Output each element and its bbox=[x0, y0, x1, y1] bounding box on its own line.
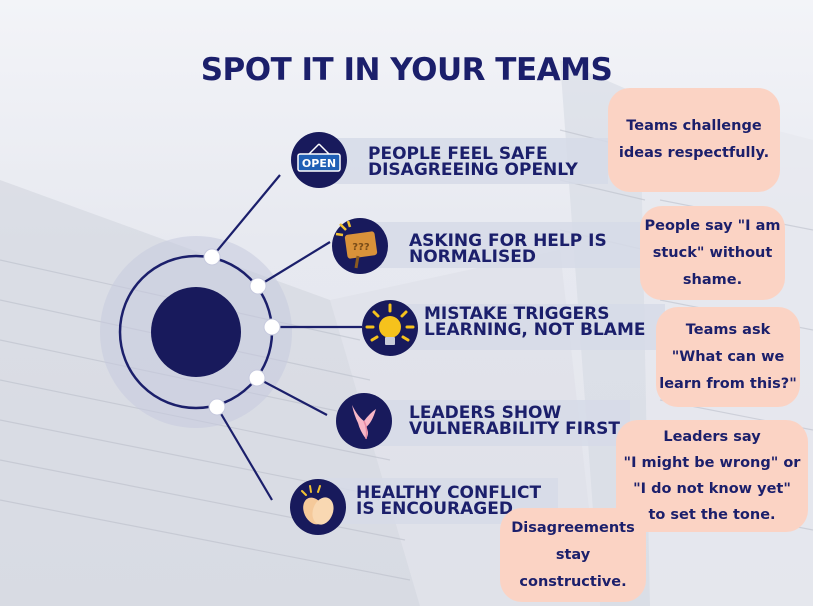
connector-4 bbox=[256, 377, 328, 416]
item-5-line-1: HEALTHY CONFLICT bbox=[356, 483, 542, 503]
item-bar-2 bbox=[360, 222, 640, 268]
note-3-line-3: learn from this?" bbox=[659, 375, 797, 392]
item-bar-1 bbox=[318, 138, 608, 184]
note-1: Teams challenge ideas respectfully. bbox=[608, 88, 780, 192]
note-2-line-3: shame. bbox=[682, 271, 743, 288]
item-1-line-2: DISAGREEING OPENLY bbox=[368, 160, 578, 180]
question-sign-text: ??? bbox=[352, 242, 370, 253]
heart-hands-icon bbox=[336, 393, 392, 449]
item-1-line-1: PEOPLE FEEL SAFE bbox=[368, 144, 548, 164]
item-3-line-2: LEARNING, NOT BLAME bbox=[424, 320, 646, 340]
note-4-line-3: "I do not know yet" bbox=[633, 481, 791, 497]
note-5-line-2: stay constructive. bbox=[519, 546, 627, 590]
item-label-5: HEALTHY CONFLICT IS ENCOURAGED bbox=[356, 483, 542, 519]
note-5: Disagreements stay constructive. bbox=[500, 508, 646, 602]
item-4-line-1: LEADERS SHOW bbox=[409, 403, 562, 423]
open-sign-text: OPEN bbox=[302, 157, 336, 170]
note-2-line-1: People say "I am bbox=[644, 217, 781, 234]
item-label-2: ASKING FOR HELP IS NORMALISED bbox=[409, 231, 607, 267]
item-label-3: MISTAKE TRIGGERS LEARNING, NOT BLAME bbox=[424, 304, 646, 340]
open-sign-icon: OPEN bbox=[291, 132, 347, 188]
note-3-line-1: Teams ask bbox=[685, 321, 771, 338]
item-2-line-1: ASKING FOR HELP IS bbox=[409, 231, 607, 251]
connector-1 bbox=[211, 174, 281, 258]
note-4: Leaders say "I might be wrong" or "I do … bbox=[616, 420, 808, 532]
item-2-line-2: NORMALISED bbox=[409, 247, 536, 267]
note-3-line-2: "What can we bbox=[671, 348, 785, 365]
connector-5 bbox=[216, 406, 273, 501]
page-title: SPOT IT IN YOUR TEAMS bbox=[200, 52, 613, 88]
connector-2 bbox=[257, 241, 331, 287]
item-label-1: PEOPLE FEEL SAFE DISAGREEING OPENLY bbox=[368, 144, 578, 180]
connector-node-1 bbox=[203, 248, 221, 266]
clapping-hands-icon bbox=[290, 479, 346, 535]
note-2: People say "I am stuck" without shame. bbox=[640, 206, 785, 300]
hub-core bbox=[151, 287, 241, 377]
note-2-line-2: stuck" without bbox=[652, 244, 773, 261]
item-5-line-2: IS ENCOURAGED bbox=[356, 499, 513, 519]
item-3-line-1: MISTAKE TRIGGERS bbox=[424, 304, 610, 324]
connector-node-4 bbox=[248, 369, 266, 387]
note-1-line-1: Teams challenge bbox=[626, 118, 762, 134]
note-4-line-2: "I might be wrong" or bbox=[623, 455, 801, 471]
note-4-line-1: Leaders say bbox=[663, 429, 761, 445]
note-1-line-2: ideas respectfully. bbox=[618, 145, 770, 161]
item-bar-4 bbox=[365, 400, 630, 446]
question-sign-icon: ??? bbox=[332, 218, 388, 274]
item-bar-3 bbox=[390, 304, 665, 350]
note-3: Teams ask "What can we learn from this?" bbox=[656, 307, 800, 407]
item-label-4: LEADERS SHOW VULNERABILITY FIRST bbox=[409, 403, 621, 439]
item-4-line-2: VULNERABILITY FIRST bbox=[409, 419, 621, 439]
note-4-line-4: to set the tone. bbox=[648, 507, 776, 523]
connector-node-2 bbox=[249, 277, 267, 295]
note-5-line-1: Disagreements bbox=[511, 519, 635, 536]
connector-node-3 bbox=[263, 318, 281, 336]
lightbulb-icon bbox=[362, 300, 418, 356]
connector-node-5 bbox=[208, 398, 226, 416]
